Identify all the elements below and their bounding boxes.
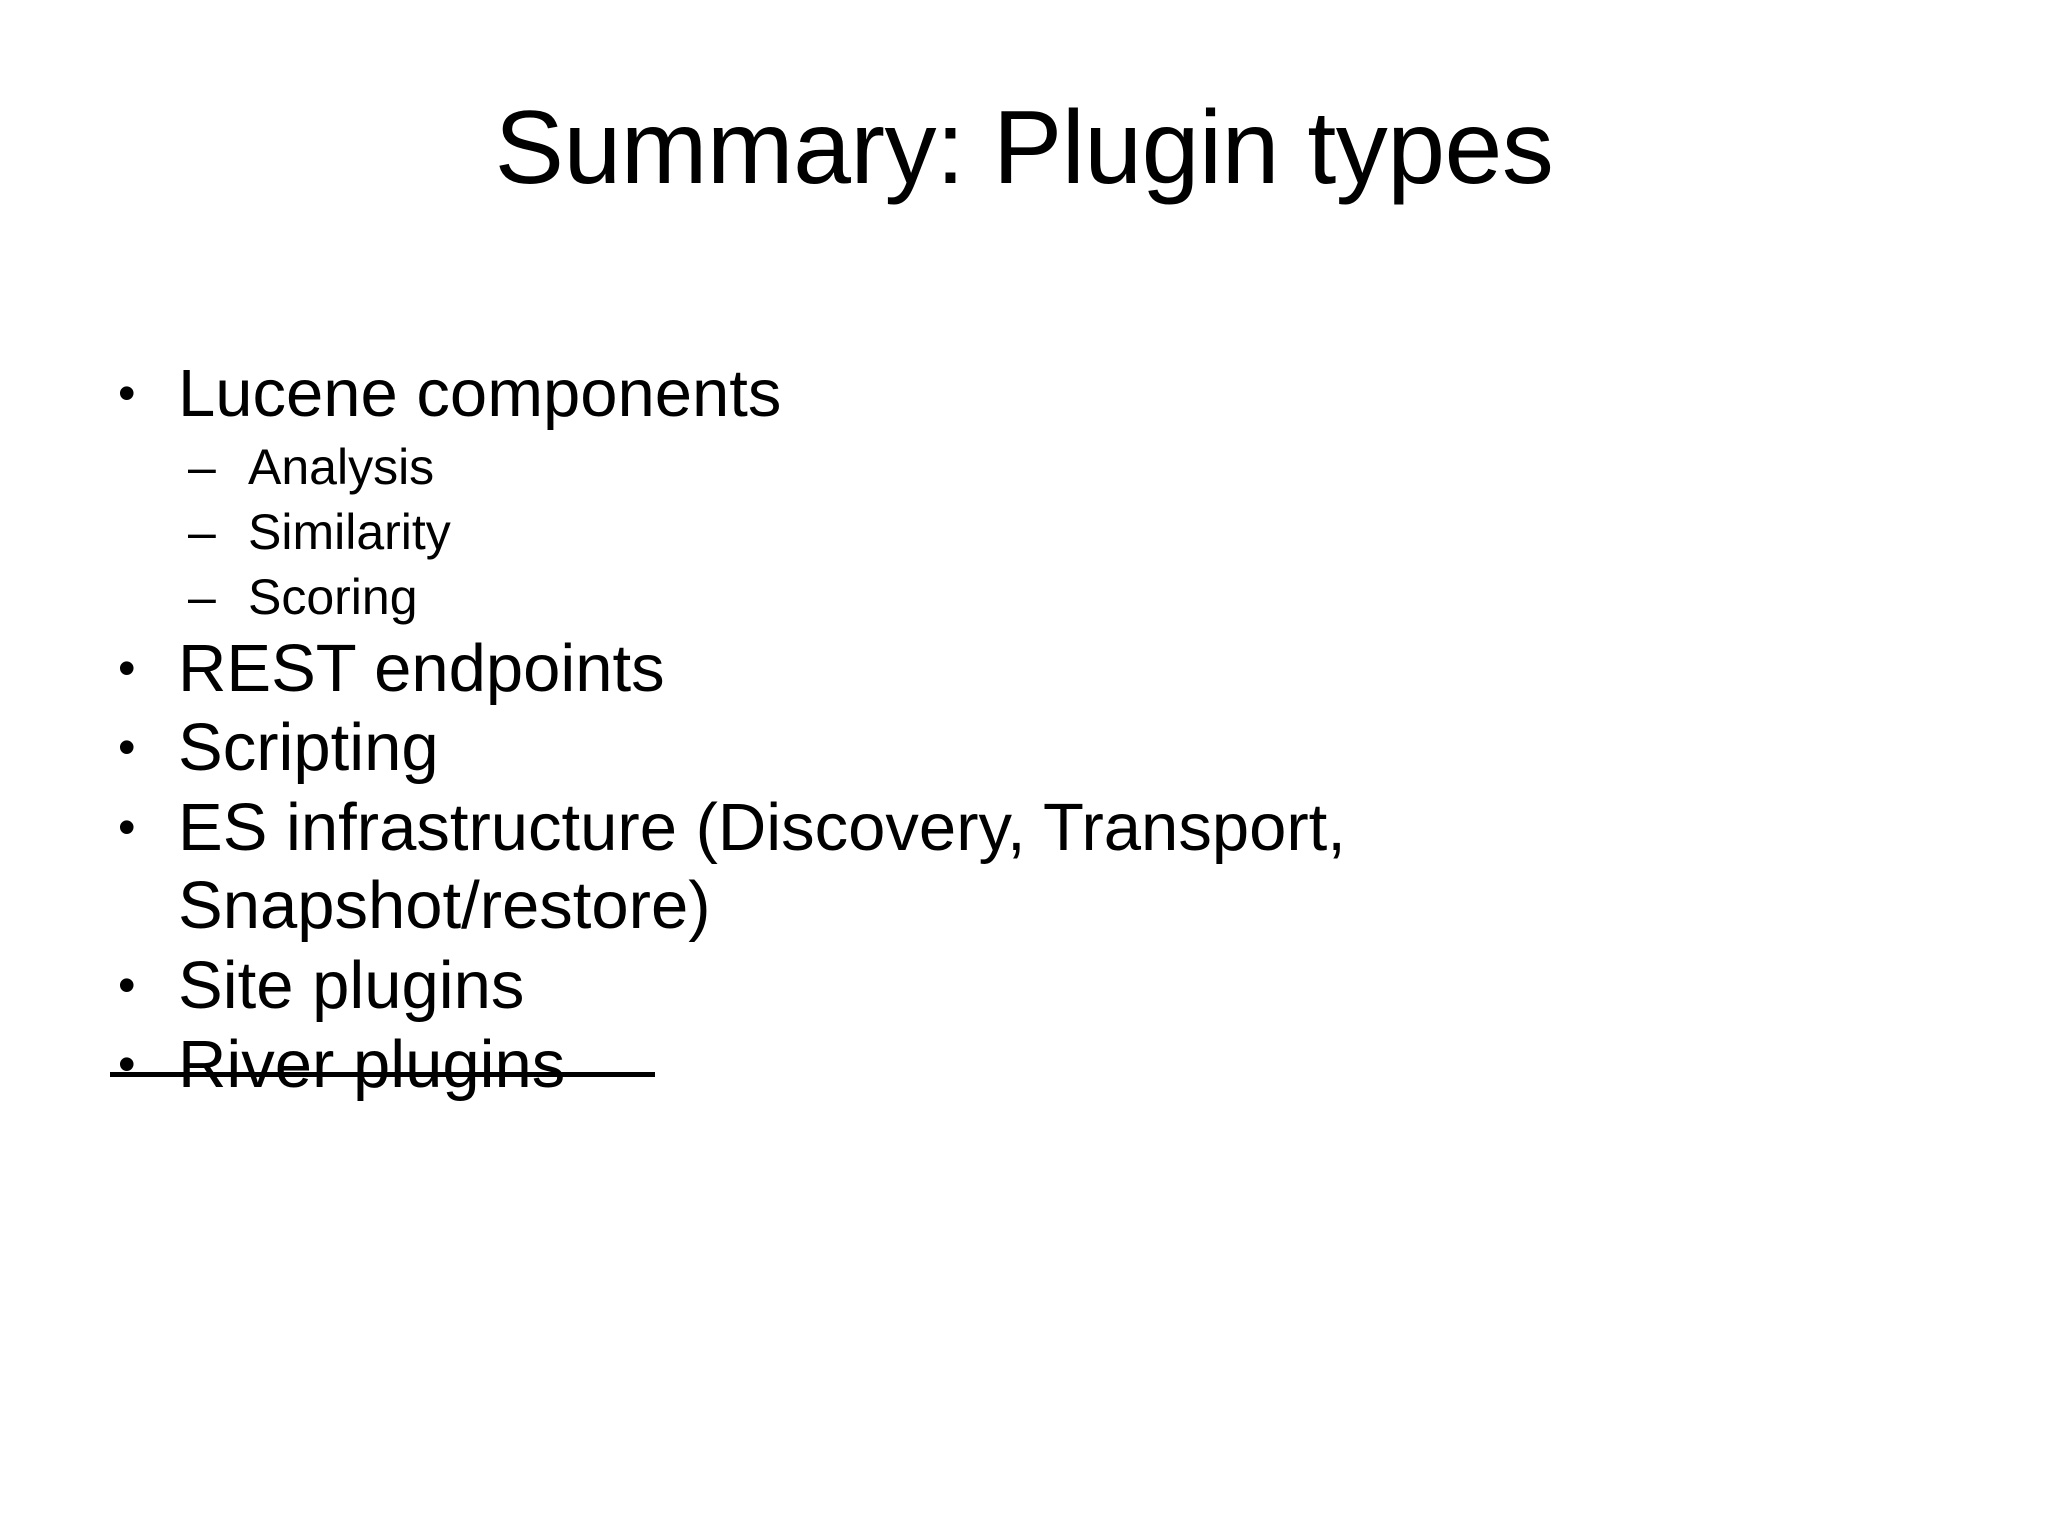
list-item-label: Scoring <box>248 568 418 625</box>
dash-marker-icon: – <box>188 438 216 495</box>
dash-marker-icon: – <box>188 568 216 625</box>
list-item[interactable]: • Lucene components <box>110 355 1830 433</box>
list-item-label: Lucene components <box>178 356 782 431</box>
list-item[interactable]: • REST endpoints <box>110 630 1830 708</box>
list-item-label: Similarity <box>248 503 451 560</box>
bullet-marker-icon: • <box>118 639 136 696</box>
list-item-label: Site plugins <box>178 947 525 1023</box>
bullet-marker-icon: • <box>118 799 136 856</box>
list-item[interactable]: • ES infrastructure (Discovery, Transpor… <box>110 789 1830 944</box>
bullet-marker-icon: • <box>118 365 136 421</box>
list-item-label: Analysis <box>248 438 435 495</box>
list-item[interactable]: • River plugins <box>110 1026 1830 1104</box>
bullet-list: • Lucene components – Analysis – Similar… <box>110 355 1830 1106</box>
page-title: Summary: Plugin types <box>494 90 1554 206</box>
bullet-marker-icon: • <box>118 956 136 1013</box>
dash-marker-icon: – <box>188 503 216 560</box>
bullet-marker-icon: • <box>118 1036 136 1093</box>
list-item-label: ES infrastructure (Discovery, Transport,… <box>178 790 1346 943</box>
list-item-label: Scripting <box>178 710 439 786</box>
list-item[interactable]: – Similarity <box>110 500 1830 565</box>
list-item[interactable]: • Scripting <box>110 709 1830 787</box>
list-item-label: River plugins <box>178 1027 566 1103</box>
bullet-marker-icon: • <box>118 719 136 776</box>
list-item[interactable]: – Analysis <box>110 435 1830 500</box>
strikethrough-line <box>110 1072 655 1078</box>
list-item[interactable]: • Site plugins <box>110 947 1830 1025</box>
list-item[interactable]: – Scoring <box>110 565 1830 630</box>
list-item-label: REST endpoints <box>178 630 665 706</box>
